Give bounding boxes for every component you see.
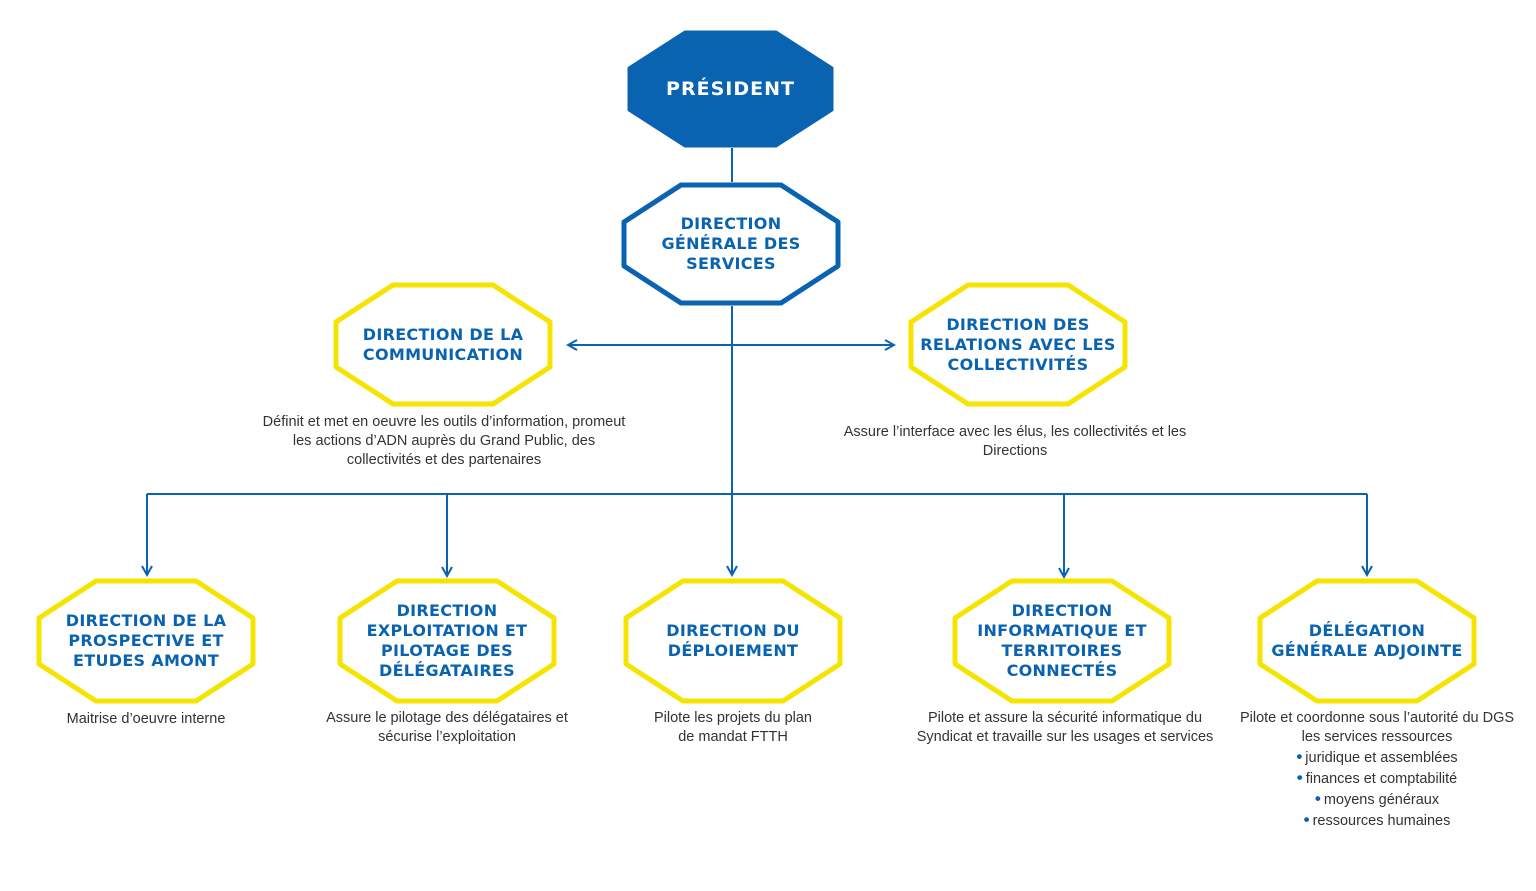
node-deploiement: DIRECTION DU DÉPLOIEMENT: [623, 578, 843, 704]
informatique-octagon-shape: [952, 578, 1172, 704]
deploiement-octagon-shape: [623, 578, 843, 704]
delegation-label: DÉLÉGATION GÉNÉRALE ADJOINTE: [1271, 621, 1463, 660]
exploitation-label: DIRECTION EXPLOITATION ET PILOTAGE DES D…: [366, 601, 528, 680]
node-communication: DIRECTION DE LA COMMUNICATION: [333, 282, 553, 407]
informatique-label: DIRECTION INFORMATIQUE ET TERRITOIRES CO…: [977, 601, 1147, 680]
relations-label: DIRECTION DES RELATIONS AVEC LES COLLECT…: [920, 314, 1116, 374]
prospective-description: Maitrise d’oeuvre interne: [66, 711, 226, 727]
communication-description: Définit et met en oeuvre les outils d’in…: [262, 414, 626, 468]
exploitation-octagon-shape: [337, 578, 557, 704]
node-dgs: DIRECTION GÉNÉRALE DES SERVICES: [621, 182, 841, 306]
node-president: PRÉSIDENT: [627, 30, 834, 148]
delegation-bullet-item: finances et comptabilité: [1232, 768, 1522, 789]
relations-octagon-shape: [908, 282, 1128, 407]
delegation-description-block: Pilote et coordonne sous l’autorité du D…: [1232, 709, 1522, 831]
president-octagon-shape: [627, 30, 834, 148]
dgs-label: DIRECTION GÉNÉRALE DES SERVICES: [661, 214, 801, 273]
prospective-octagon-shape: [36, 578, 256, 704]
delegation-bullet-item: moyens généraux: [1232, 789, 1522, 810]
node-relations: DIRECTION DES RELATIONS AVEC LES COLLECT…: [908, 282, 1128, 407]
informatique-description: Pilote et assure la sécurité informatiqu…: [916, 710, 1214, 745]
communication-octagon-shape: [333, 282, 553, 407]
communication-label: DIRECTION DE LA COMMUNICATION: [362, 324, 524, 364]
delegation-bullet-item: juridique et assemblées: [1232, 747, 1522, 768]
delegation-bullet-list: juridique et assemblées finances et comp…: [1232, 747, 1522, 831]
node-prospective: DIRECTION DE LA PROSPECTIVE ET ETUDES AM…: [36, 578, 256, 704]
delegation-bullet-item: ressources humaines: [1232, 810, 1522, 831]
deploiement-label: DIRECTION DU DÉPLOIEMENT: [666, 621, 800, 660]
exploitation-description: Assure le pilotage des délégataires et s…: [326, 710, 568, 745]
node-exploitation: DIRECTION EXPLOITATION ET PILOTAGE DES D…: [337, 578, 557, 704]
relations-description: Assure l’interface avec les élus, les co…: [843, 424, 1187, 459]
prospective-label: DIRECTION DE LA PROSPECTIVE ET ETUDES AM…: [65, 611, 227, 670]
president-label: PRÉSIDENT: [666, 78, 795, 100]
deploiement-description: Pilote les projets du plan de mandat FTT…: [654, 710, 812, 745]
delegation-octagon-shape: [1257, 578, 1477, 704]
dgs-octagon-shape: [621, 182, 841, 306]
node-informatique: DIRECTION INFORMATIQUE ET TERRITOIRES CO…: [952, 578, 1172, 704]
node-delegation: DÉLÉGATION GÉNÉRALE ADJOINTE: [1257, 578, 1477, 704]
delegation-description: Pilote et coordonne sous l’autorité du D…: [1239, 710, 1515, 745]
